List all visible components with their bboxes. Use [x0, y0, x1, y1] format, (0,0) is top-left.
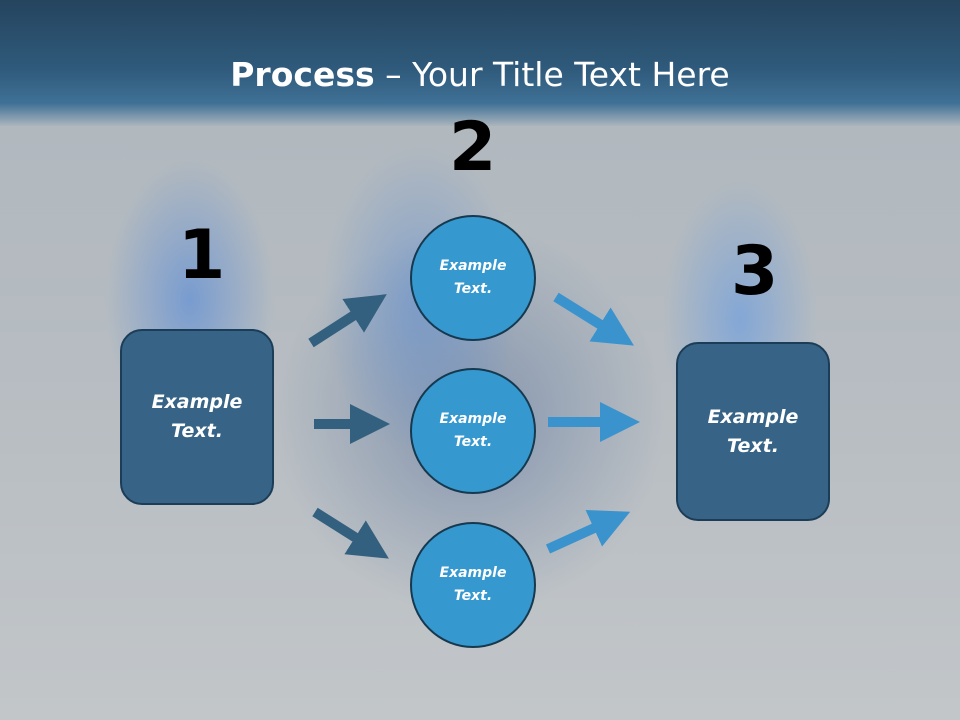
step-number-3: 3	[731, 232, 779, 311]
circle-1-line1: Example	[439, 258, 507, 274]
slide-title: Process – Your Title Text Here	[0, 54, 960, 96]
arrow-box1-to-circle3	[312, 507, 389, 559]
left-box-line1: Example	[151, 391, 243, 413]
right-process-box: Example Text.	[676, 342, 830, 521]
middle-circle-1: Example Text.	[410, 215, 536, 341]
circle-1-line2: Text.	[453, 281, 493, 297]
title-bold: Process	[230, 55, 375, 94]
left-process-box: Example Text.	[120, 329, 274, 505]
circle-3-line1: Example	[439, 565, 507, 581]
right-box-line2: Text.	[727, 434, 779, 457]
title-rest: Your Title Text Here	[412, 55, 730, 94]
circle-2-line1: Example	[439, 411, 507, 427]
arrow-box1-to-circle1	[308, 294, 387, 348]
step-number-1: 1	[178, 216, 226, 295]
arrow-circle3-to-box3	[545, 510, 631, 554]
arrow-circle1-to-box3	[553, 292, 634, 346]
title-bar	[0, 0, 960, 126]
title-dash: –	[374, 55, 413, 94]
middle-circle-3: Example Text.	[410, 522, 536, 648]
right-box-line1: Example	[707, 405, 799, 428]
step-number-2: 2	[449, 108, 497, 187]
circle-3-line2: Text.	[453, 588, 493, 604]
circle-2-line2: Text.	[453, 434, 493, 450]
left-box-line2: Text.	[171, 420, 223, 442]
middle-circle-2: Example Text.	[410, 368, 536, 494]
